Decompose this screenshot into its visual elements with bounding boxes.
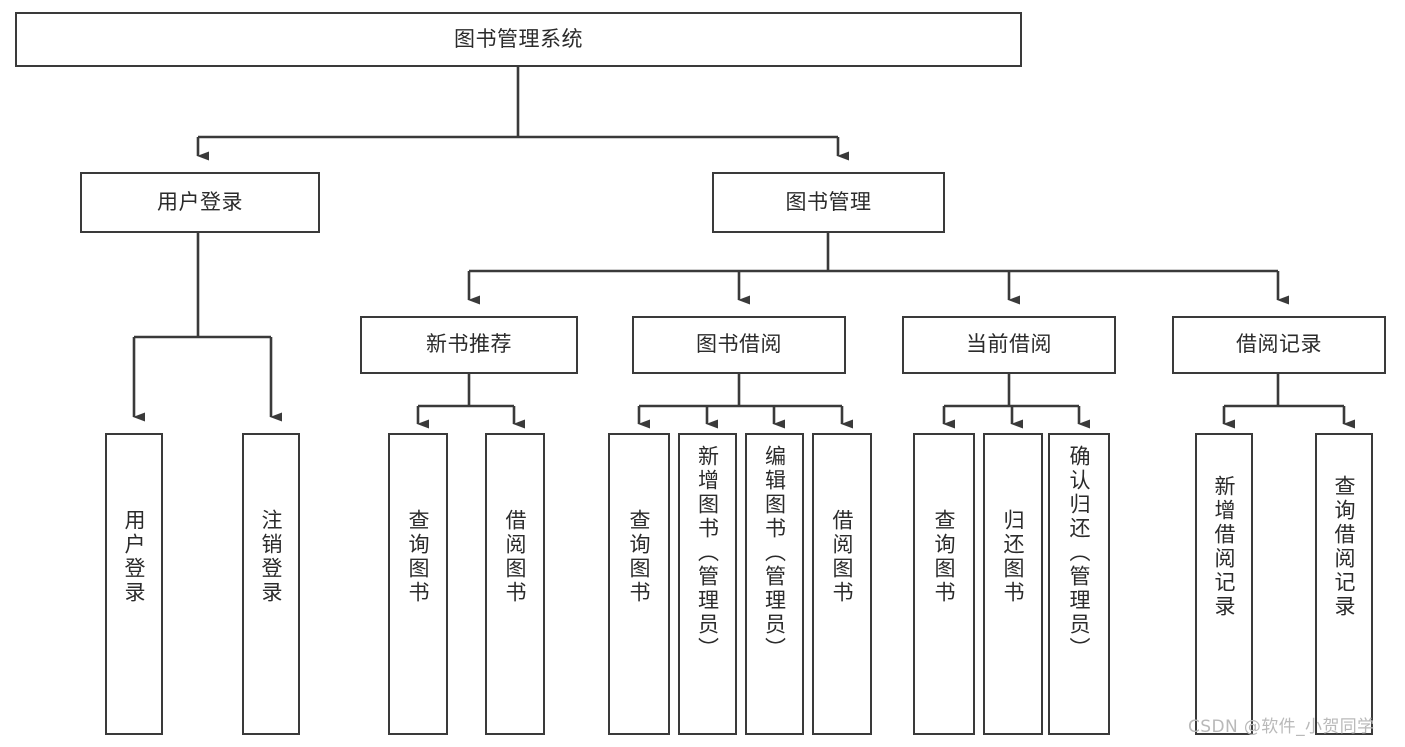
node-leaf-edit-book[interactable]: 编辑图书（管理员）	[745, 433, 804, 735]
node-label: 新增借阅记录	[1212, 475, 1237, 619]
node-leaf-borrow-book-2[interactable]: 借阅图书	[812, 433, 872, 735]
node-user-login[interactable]: 用户登录	[80, 172, 320, 233]
node-label: 用户登录	[157, 189, 243, 214]
node-leaf-query-book-3[interactable]: 查询图书	[913, 433, 975, 735]
node-leaf-add-record[interactable]: 新增借阅记录	[1195, 433, 1253, 735]
node-book-management[interactable]: 图书管理	[712, 172, 945, 233]
node-label: 查询图书	[932, 509, 957, 605]
node-leaf-add-book[interactable]: 新增图书（管理员）	[678, 433, 737, 735]
node-label: 借阅图书	[503, 509, 528, 605]
node-leaf-logout-login[interactable]: 注销登录	[242, 433, 300, 735]
node-label: 借阅记录	[1236, 332, 1322, 357]
node-label: 借阅图书	[830, 509, 855, 605]
node-leaf-borrow-book-1[interactable]: 借阅图书	[485, 433, 545, 735]
node-label: 新书推荐	[426, 332, 512, 357]
node-borrow-record[interactable]: 借阅记录	[1172, 316, 1386, 374]
node-leaf-return-book[interactable]: 归还图书	[983, 433, 1043, 735]
node-new-book-recommend[interactable]: 新书推荐	[360, 316, 578, 374]
node-label: 归还图书	[1001, 509, 1026, 605]
node-leaf-query-book-2[interactable]: 查询图书	[608, 433, 670, 735]
node-label: 编辑图书（管理员）	[762, 445, 787, 661]
node-root-system[interactable]: 图书管理系统	[15, 12, 1022, 67]
node-label: 注销登录	[259, 509, 284, 605]
node-label: 图书管理	[785, 189, 872, 214]
node-label: 查询图书	[406, 509, 431, 605]
node-label: 查询借阅记录	[1332, 475, 1357, 619]
node-label: 图书管理系统	[454, 26, 583, 51]
node-label: 图书借阅	[696, 332, 782, 357]
node-label: 新增图书（管理员）	[695, 445, 720, 661]
csdn-watermark: CSDN @软件_小贺同学	[1188, 717, 1375, 737]
node-label: 查询图书	[627, 509, 652, 605]
node-leaf-user-login[interactable]: 用户登录	[105, 433, 163, 735]
node-leaf-query-book-1[interactable]: 查询图书	[388, 433, 448, 735]
node-label: 当前借阅	[966, 332, 1052, 357]
node-label: 确认归还（管理员）	[1067, 445, 1092, 661]
node-current-borrow[interactable]: 当前借阅	[902, 316, 1116, 374]
node-label: 用户登录	[122, 509, 147, 605]
node-book-borrow[interactable]: 图书借阅	[632, 316, 846, 374]
node-leaf-query-record[interactable]: 查询借阅记录	[1315, 433, 1373, 735]
node-leaf-confirm-return[interactable]: 确认归还（管理员）	[1048, 433, 1110, 735]
